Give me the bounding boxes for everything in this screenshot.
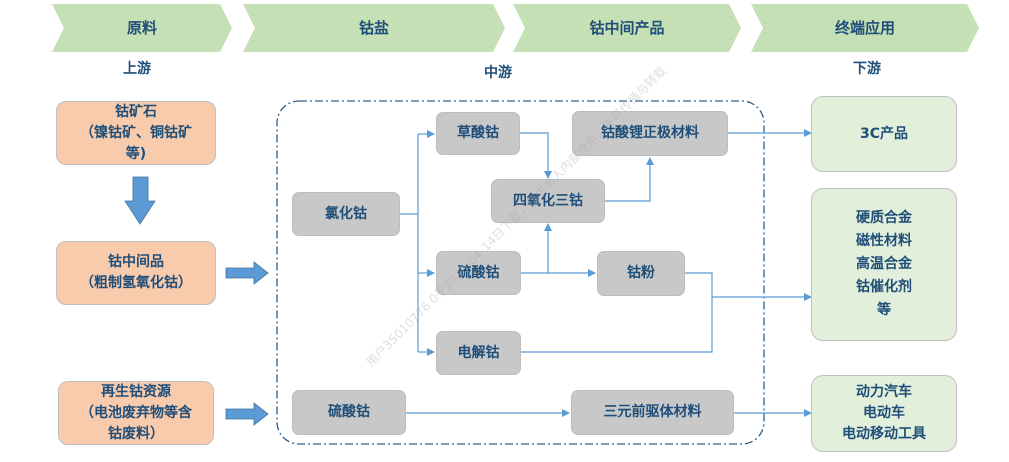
stage-label: 钴中间产品 bbox=[589, 19, 665, 37]
node-label: 氯化钴 bbox=[325, 205, 367, 222]
tier-midstream: 中游 bbox=[484, 65, 512, 81]
down-arrow-icon bbox=[124, 176, 156, 225]
connector bbox=[521, 223, 552, 274]
node-label: 三元前驱体材料 bbox=[603, 404, 702, 420]
node-label: 硬质合金 磁性材料 高温合金 钴催化剂 等 bbox=[856, 210, 912, 318]
chevron-shape bbox=[751, 4, 979, 52]
node-label: 钴中间品 （粗制氢氧化钴） bbox=[80, 254, 192, 291]
node-cobalt-powder: 钴粉 bbox=[597, 251, 685, 296]
node-ev-applications: 动力汽车 电动车 电动移动工具 bbox=[811, 375, 957, 452]
node-cobalt-chloride: 氯化钴 bbox=[292, 192, 400, 236]
node-label: 动力汽车 电动车 电动移动工具 bbox=[842, 384, 926, 442]
right-arrow-icon bbox=[225, 261, 269, 285]
node-3c-products: 3C产品 bbox=[811, 96, 957, 172]
node-cobalt-sulfate-upper: 硫酸钴 bbox=[436, 251, 521, 295]
node-electrolytic-cobalt: 电解钴 bbox=[436, 331, 521, 375]
midstream-boundary bbox=[276, 100, 765, 445]
node-lco-cathode: 钴酸锂正极材料 bbox=[572, 111, 728, 156]
stage-cobalt-intermediates: 钴中间产品 bbox=[513, 4, 741, 52]
stage-label: 原料 bbox=[126, 19, 157, 37]
chevron-shape bbox=[243, 4, 505, 52]
node-cobalt-oxalate: 草酸钴 bbox=[436, 112, 520, 155]
node-label: 电解钴 bbox=[457, 344, 500, 361]
node-ternary-precursor: 三元前驱体材料 bbox=[571, 390, 734, 435]
node-recycled-cobalt: 再生钴资源 （电池废弃物等含 钴废料） bbox=[58, 381, 214, 445]
node-label: 草酸钴 bbox=[457, 125, 499, 141]
tier-upstream: 上游 bbox=[123, 61, 151, 77]
stage-label: 钴盐 bbox=[358, 19, 389, 37]
stage-label: 终端应用 bbox=[834, 19, 895, 37]
node-label: 硫酸钴 bbox=[328, 404, 370, 420]
chevron-shape bbox=[52, 4, 232, 52]
connector bbox=[521, 272, 713, 353]
node-cobalt-ore: 钴矿石 （镍钴矿、铜钴矿 等) bbox=[56, 101, 216, 165]
node-cobalt-oxide: 四氧化三钴 bbox=[491, 179, 605, 223]
connector bbox=[605, 157, 654, 202]
stage-cobalt-salts: 钴盐 bbox=[243, 4, 505, 52]
node-label: 硫酸钴 bbox=[457, 264, 500, 281]
node-label: 钴粉 bbox=[627, 265, 655, 281]
right-arrow-icon bbox=[225, 402, 269, 426]
tier-downstream: 下游 bbox=[853, 61, 881, 77]
node-label: 再生钴资源 （电池废弃物等含 钴废料） bbox=[80, 383, 192, 442]
stage-end-applications: 终端应用 bbox=[751, 4, 979, 52]
node-alloys-materials: 硬质合金 磁性材料 高温合金 钴催化剂 等 bbox=[811, 188, 957, 341]
node-label: 四氧化三钴 bbox=[513, 192, 583, 209]
node-label: 3C产品 bbox=[859, 125, 908, 142]
node-label: 钴酸锂正极材料 bbox=[601, 125, 699, 141]
node-cobalt-intermediate: 钴中间品 （粗制氢氧化钴） bbox=[56, 241, 216, 305]
node-cobalt-sulfate-lower: 硫酸钴 bbox=[292, 390, 406, 435]
chevron-shape bbox=[513, 4, 741, 52]
connector bbox=[520, 132, 552, 179]
stage-raw-materials: 原料 bbox=[52, 4, 232, 52]
node-label: 钴矿石 （镍钴矿、铜钴矿 等) bbox=[80, 103, 192, 162]
